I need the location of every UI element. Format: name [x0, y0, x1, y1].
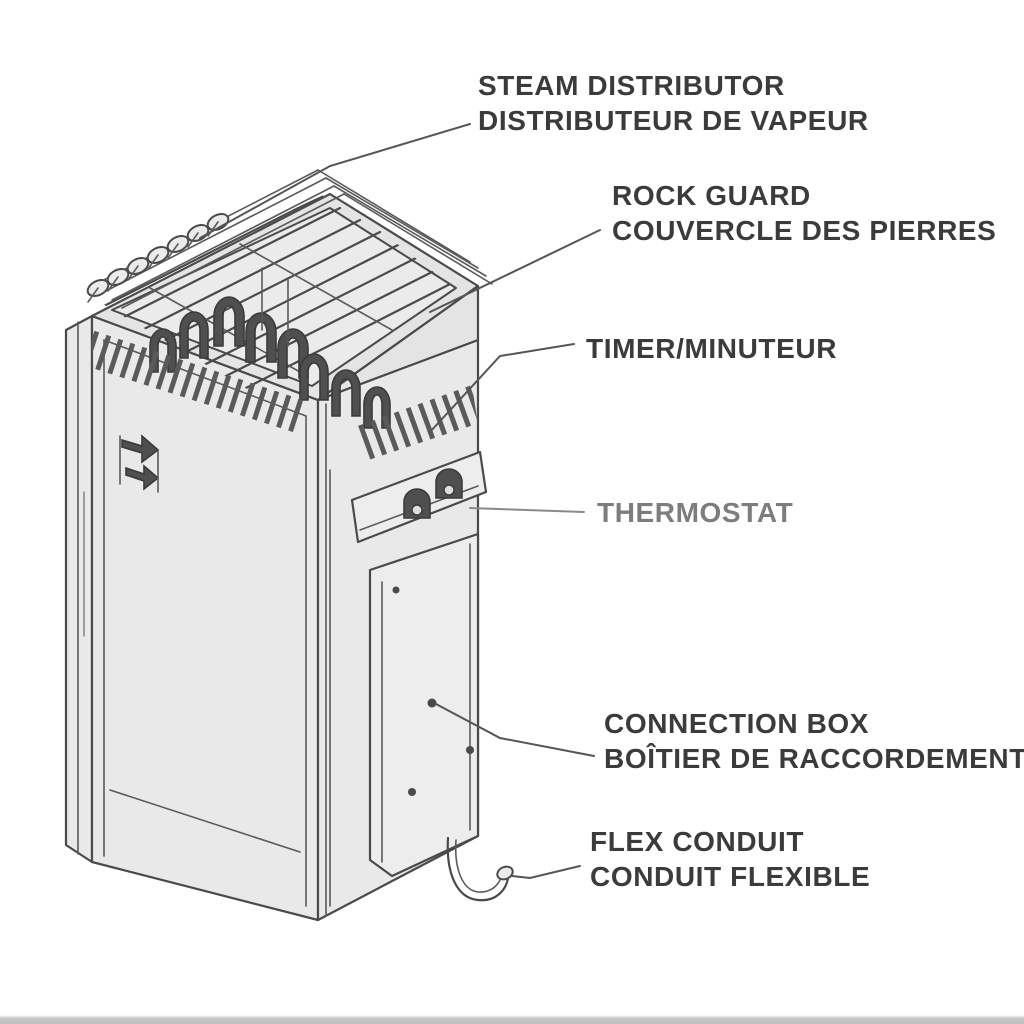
flex-conduit	[446, 836, 514, 902]
callout-rock-guard: ROCK GUARD COUVERCLE DES PIERRES	[612, 178, 996, 249]
control-panel	[350, 450, 488, 544]
leader-connection-box	[435, 703, 595, 757]
callout-steam-distributor-fr: DISTRIBUTEUR DE VAPEUR	[478, 105, 869, 137]
vent-grille-front	[92, 330, 305, 440]
callout-connection-box-fr: BOÎTIER DE RACCORDEMENT	[604, 743, 1024, 775]
callout-flex-conduit: FLEX CONDUIT CONDUIT FLEXIBLE	[590, 824, 870, 895]
callout-flex-conduit-fr: CONDUIT FLEXIBLE	[590, 861, 871, 893]
thermostat-knob	[435, 468, 463, 499]
leader-thermostat	[469, 507, 585, 513]
callout-steam-distributor: STEAM DISTRIBUTOR DISTRIBUTEUR DE VAPEUR	[478, 68, 869, 139]
vent-grille-right	[356, 385, 478, 460]
connection-box-fastener	[427, 698, 437, 708]
timer-knob	[403, 488, 431, 519]
callout-connection-box-en: CONNECTION BOX	[604, 708, 870, 739]
logo-badge	[119, 434, 160, 493]
leader-rock-guard	[429, 229, 601, 313]
callout-steam-distributor-en: STEAM DISTRIBUTOR	[478, 70, 785, 101]
callout-rock-guard-fr: COUVERCLE DES PIERRES	[612, 215, 997, 247]
leader-lines	[199, 123, 601, 880]
leader-flex-conduit	[511, 865, 581, 880]
bottom-edge-band	[0, 1015, 1024, 1024]
callout-thermostat-en: THERMOSTAT	[597, 497, 794, 528]
heater-left-side-panel	[64, 314, 94, 864]
callout-thermostat: THERMOSTAT	[597, 495, 793, 530]
callout-timer: TIMER/MINUTEUR	[586, 331, 837, 366]
connection-box-panel	[368, 532, 480, 878]
steam-distributor-tubes	[86, 169, 493, 309]
heater-top-right-face	[316, 284, 480, 402]
callout-connection-box: CONNECTION BOX BOÎTIER DE RACCORDEMENT	[604, 706, 1024, 777]
leader-timer	[429, 343, 575, 433]
callout-timer-en: TIMER/MINUTEUR	[586, 333, 838, 364]
leader-steam-distributor	[199, 123, 471, 239]
callout-flex-conduit-en: FLEX CONDUIT	[590, 826, 805, 857]
callout-rock-guard-en: ROCK GUARD	[612, 180, 811, 211]
